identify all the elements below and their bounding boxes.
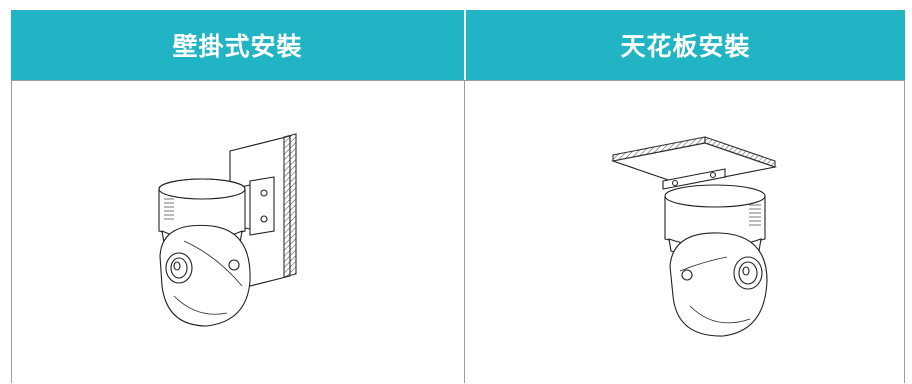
wall-mount-camera-illustration	[158, 133, 297, 327]
cell-wall-mount	[11, 80, 465, 383]
cell-ceiling-mount	[465, 80, 905, 383]
ceiling-mount-camera-illustration	[610, 136, 778, 337]
column-header-ceiling-mount: 天花板安裝	[466, 10, 905, 80]
column-header-wall-mount: 壁掛式安裝	[11, 10, 464, 80]
header-divider	[464, 10, 466, 80]
installation-table: 壁掛式安裝 天花板安裝	[11, 10, 905, 383]
